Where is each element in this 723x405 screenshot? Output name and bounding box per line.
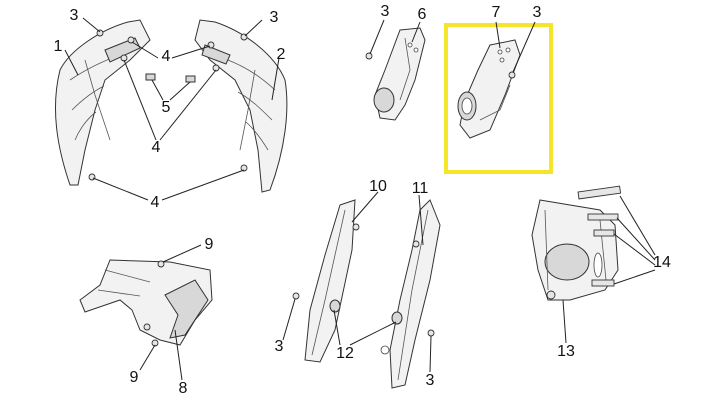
callout-4: 4 [151,194,160,211]
callout-1: 1 [54,38,63,55]
callout-3: 3 [70,7,79,24]
screw-3-e1 [292,292,300,300]
callout-10: 10 [369,178,387,195]
leaders-group-d [139,244,202,381]
screw-group-a [88,29,248,181]
bracket-part-6 [373,27,426,121]
right-side-panel-part-2 [194,19,288,193]
leaders-group-a [64,17,280,201]
highlight-box [444,23,553,174]
left-side-panel-part-1 [55,19,151,186]
leaders-group-e [282,191,432,373]
side-plate-part-11 [380,199,441,389]
callout-4: 4 [162,48,171,65]
callout-13: 13 [557,343,575,360]
bracket-part-7 [457,39,521,139]
callout-3: 3 [270,9,279,26]
callout-3: 3 [381,3,390,20]
leaders-group-c [495,21,536,73]
leaders-group-f [562,195,656,344]
callout-9: 9 [130,369,139,386]
leaders-group-b [369,19,421,55]
callout-3: 3 [533,4,542,21]
callout-12: 12 [336,345,354,362]
callout-4: 4 [152,139,161,156]
lower-guard-part-8 [79,259,213,347]
side-plate-part-10 [304,199,360,363]
callout-9: 9 [205,236,214,253]
callout-11: 11 [412,180,429,197]
screw-3-e2 [427,329,435,337]
callout-8: 8 [179,380,188,397]
callout-6: 6 [418,6,427,23]
rear-cover-part-13 [531,199,619,301]
callout-14: 14 [653,254,671,271]
callout-2: 2 [277,46,286,63]
bolts-part-14 [577,185,622,287]
callout-3: 3 [275,338,284,355]
callout-7: 7 [492,4,501,21]
screw-3-c [508,71,516,79]
callout-5: 5 [162,99,171,116]
callout-labels: 1 2 3 3 3 3 3 3 4 4 4 5 6 7 8 9 9 10 11 … [54,3,671,397]
callout-3: 3 [426,372,435,389]
screw-3-b [365,52,373,60]
